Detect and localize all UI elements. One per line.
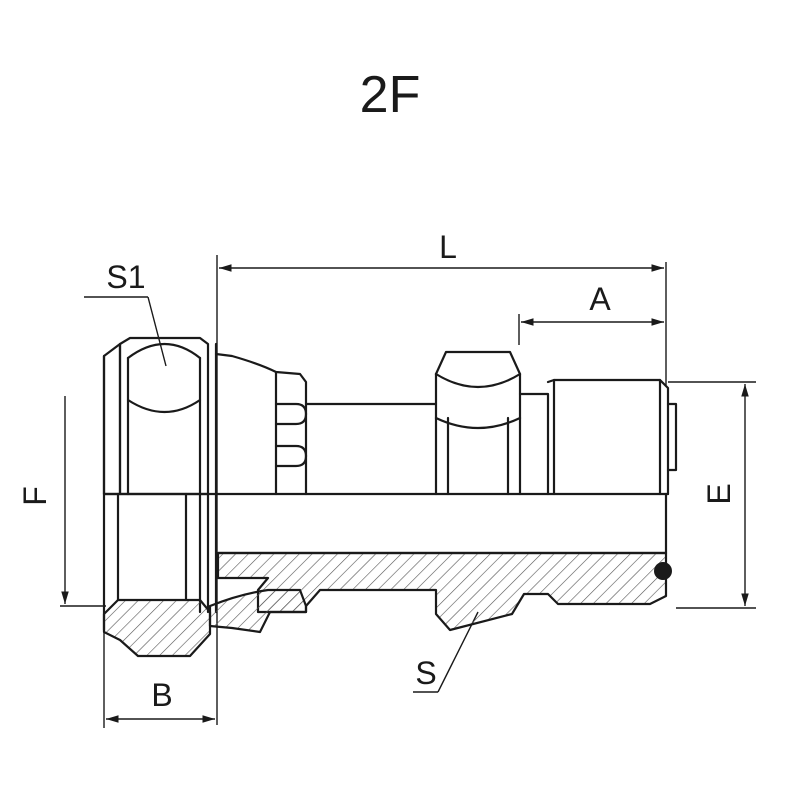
leader-s1: S1 (84, 259, 167, 367)
dimension-label-s: S (415, 655, 436, 691)
diagram-title: 2F (360, 66, 421, 124)
dimension-label-f: F (17, 486, 53, 506)
swivel-nut (102, 336, 218, 658)
dimension-label-e: E (701, 483, 737, 504)
dimension-e: E (668, 381, 756, 609)
o-ring-dot (654, 562, 672, 580)
body-section (208, 551, 672, 634)
dimension-a: A (518, 281, 664, 345)
dimension-b: B (103, 630, 215, 728)
dimension-label-s1: S1 (106, 259, 145, 295)
dimension-label-l: L (439, 229, 457, 265)
dimension-label-a: A (589, 281, 611, 317)
dimension-f: F (17, 396, 106, 607)
dimension-label-b: B (151, 677, 172, 713)
